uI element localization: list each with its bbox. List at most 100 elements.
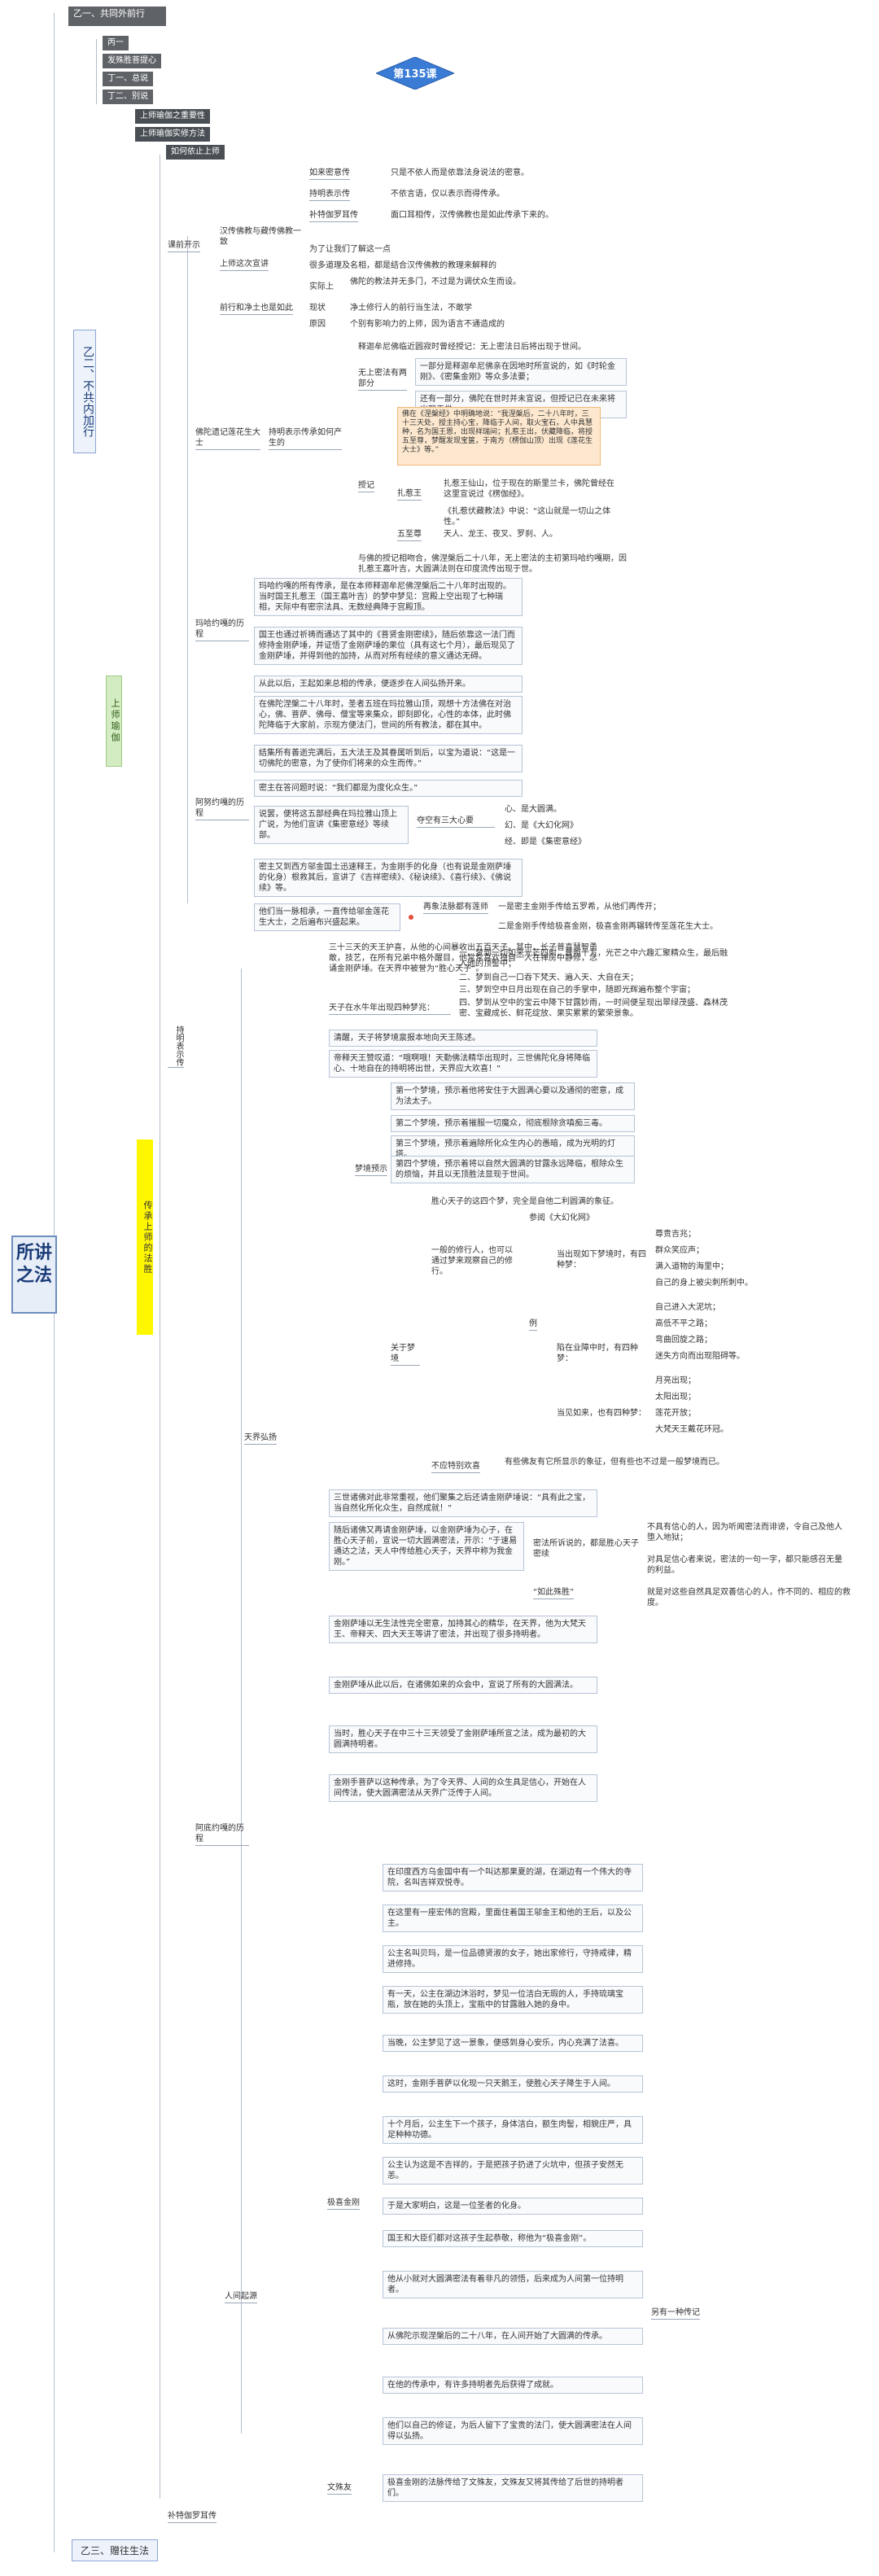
human-m8: 公主认为这是不吉祥的，于是把孩子扔进了火坑中，但孩子安然无恙。 bbox=[383, 2157, 643, 2185]
dzog-d5: 金刚手菩萨以这种传承，为了令天界、人间的众生具足信心，开始在人间传法，使大圆满密… bbox=[329, 1774, 597, 1802]
human-m3: 公主名叫贝玛，是一位品德贤淑的女子，她出家修行，守持戒律，精进修持。 bbox=[383, 1945, 643, 1973]
heaven-h5[interactable]: 梦境预示 bbox=[355, 1164, 387, 1176]
human-m12[interactable]: 另有一种传记 bbox=[651, 2307, 700, 2320]
heaven-h2c: 三、梦到空中日月出现在自己的手掌中，随即光辉遍布整个宇宙； bbox=[459, 986, 695, 995]
human-m6: 这时，金刚手菩萨以化现一只天鹅王，使胜心天子降生于人间。 bbox=[383, 2075, 643, 2093]
intro-q2[interactable]: 上师这次宣讲 bbox=[220, 259, 269, 271]
heaven-h8: 三世诸佛对此非常重视，他们聚集之后还请金刚萨埵说：“具有此之宝，当自然化所化众生… bbox=[329, 1489, 597, 1517]
heaven-h6i: 陷在业障中时，有四种梦： bbox=[557, 1344, 638, 1363]
ground-s2[interactable]: 无上密法有两部分 bbox=[358, 368, 407, 391]
anuyoga-a4b[interactable]: 夺空有三大心要 bbox=[417, 816, 495, 828]
human-m4: 有一天，公主在湖边沐浴时，梦见一位洁白无瑕的人，手持琉璃宝瓶，放在她的头顶上，宝… bbox=[383, 1986, 643, 2014]
heaven-h1: 三十三天的天王护喜，从他的心间暴收出五百天子。其中，长子普喜慧智勇敢，技艺，在所… bbox=[329, 943, 597, 973]
human-m7: 十个月后，公主生下一个孩子，身体洁白，额生肉髻，相貌庄严，具足种种功德。 bbox=[383, 2116, 643, 2144]
heaven-h6p: 太阳出现； bbox=[655, 1393, 696, 1402]
branch-line-4 bbox=[241, 969, 242, 2434]
branch-line-1 bbox=[96, 39, 97, 104]
branch-dzogchen[interactable]: 阿底约嘎的历程 bbox=[195, 1823, 249, 1846]
dzog-d1: 随后诸佛又再请金刚萨埵，以金刚萨埵为心子，在胜心天子前，宣说一切大圆满密法，开示… bbox=[329, 1522, 524, 1571]
branch-oral[interactable]: 补特伽罗耳传 bbox=[168, 2511, 216, 2523]
intro-q1b-text: 不依言语，仅以表示而得传承。 bbox=[391, 190, 505, 199]
lineage-label: 传承上师的法胜 bbox=[137, 1139, 153, 1335]
deeptag-2[interactable]: 上师瑜伽实修方法 bbox=[135, 127, 210, 142]
intro-q1b[interactable]: 持明表示传 bbox=[309, 189, 350, 201]
subtag-2[interactable]: 发殊胜菩提心 bbox=[103, 54, 161, 68]
heaven-h7[interactable]: 不应特别欢喜 bbox=[431, 1461, 480, 1473]
human-m13: 从佛陀示现涅槃后的二十八年，在人间开始了大圆满的传承。 bbox=[383, 2328, 643, 2345]
deeptag-1[interactable]: 上师瑜伽之重要性 bbox=[135, 109, 210, 124]
intro-q3a: 实际上 bbox=[309, 282, 334, 291]
heaven-h6l: 弯曲回旋之路； bbox=[655, 1336, 712, 1345]
dzog-d1d: 对具足信心者来说，密法的一句一字，都只能感召无量的利益。 bbox=[647, 1555, 842, 1575]
section-box-phowa[interactable]: 乙三、赠往生法 bbox=[72, 2539, 159, 2561]
branch-intro[interactable]: 课前开示 bbox=[168, 240, 200, 252]
benefit-p3: 从此以后，王起如来总相的传承，便逐步在人间弘扬开来。 bbox=[254, 676, 523, 693]
heaven-h2[interactable]: 天子在水牛年出现四种梦兆： bbox=[329, 1003, 451, 1015]
anuyoga-a6b[interactable]: 再象法脉都有莲师 bbox=[423, 902, 488, 914]
heaven-h5d: 第四个梦境，预示着将以自然大圆满的甘露永远降临，根除众生的烦恼，并且以无顶胜法显… bbox=[391, 1156, 635, 1183]
branch-manjushri[interactable]: 文殊友 bbox=[327, 2482, 352, 2495]
heaven-h2d: 四、梦到从空中的宝云中降下甘露妙雨，一时间便呈现出翠绿茂盛、森林茂密、宝藏成长、… bbox=[459, 999, 728, 1018]
branch-mind[interactable]: 佛陀遗记莲花生大士 bbox=[195, 427, 260, 450]
dzog-d1a: 密法所诉说的，都是胜心天子密续 bbox=[533, 1539, 639, 1559]
benefit-p1: 玛哈约嘎的所有传承，是在本师释迦牟尼佛涅槃后二十八年时出现的。当时国王扎惹王（国… bbox=[254, 578, 523, 616]
intro-q1c-text: 面口耳相传，汉传佛教也是如此传承下来的。 bbox=[391, 211, 553, 220]
heaven-h6h: 自己的身上被尖刺所刺中。 bbox=[655, 1279, 753, 1288]
ground-s3[interactable]: 授记 bbox=[358, 480, 374, 492]
heaven-h5a: 第一个梦境，预示着他将安住于大圆满心要以及通彻的密意，成为法太子。 bbox=[391, 1082, 635, 1110]
heaven-h6e: 尊贵吉兆； bbox=[655, 1230, 696, 1239]
human-m9: 于是大家明白，这是一位圣者的化身。 bbox=[383, 2198, 643, 2215]
heaven-h6j: 自己进入大泥坑； bbox=[655, 1303, 720, 1312]
branch-heaven[interactable]: 天界弘扬 bbox=[244, 1432, 277, 1445]
heaven-h6[interactable]: 关于梦境 bbox=[391, 1343, 420, 1366]
heaven-h6f: 群众笑应声； bbox=[655, 1246, 704, 1255]
heaven-h2b: 二、梦到自己一口吞下梵天、遍入天、大自在天； bbox=[459, 973, 638, 982]
human-m10: 国王和大臣们都对这孩子生起恭敬，称他为“极喜金刚”。 bbox=[383, 2230, 643, 2247]
dzog-d1b[interactable]: “如此殊胜” bbox=[533, 1587, 575, 1599]
ground-s4[interactable]: 五至尊 bbox=[397, 529, 422, 541]
anuyoga-a4e: 经、即是《集密意经》 bbox=[505, 838, 586, 846]
dzog-d4: 当时，胜心天子在中三十三天领受了金刚萨埵所宣之法，成为最初的大圆满持明者。 bbox=[329, 1725, 597, 1753]
intro-q3[interactable]: 前行和净土也是如此 bbox=[220, 303, 293, 315]
branch-human[interactable]: 人间起源 bbox=[225, 2291, 257, 2303]
ground-s1: 释迦牟尼佛临近圆寂时曾经授记：无上密法日后将出现于世间。 bbox=[358, 343, 586, 352]
subtag-4[interactable]: 丁二、别说 bbox=[103, 90, 153, 104]
human-m1: 在印度西方乌金国中有一个叫达那果夏的湖，在湖边有一个伟大的寺院，名叫吉祥双悦寺。 bbox=[383, 1864, 643, 1892]
branch-benefit[interactable]: 玛哈约嘎的历程 bbox=[195, 619, 249, 641]
anuyoga-a5: 密主又到西方邬金国土迅速释王，为金刚手的化身（也有说是金刚萨埵的化身）根救其后，… bbox=[254, 859, 523, 897]
section-tag-top[interactable]: 乙一、共同外前行 bbox=[68, 7, 166, 26]
section-box-guru-yoga[interactable]: 上师瑜伽 bbox=[106, 676, 122, 767]
anuyoga-a4d: 幻、是《大幻化网》 bbox=[505, 821, 578, 830]
branch-jdk[interactable]: 极喜金刚 bbox=[327, 2198, 360, 2210]
heaven-h6g: 满入道物的海里中； bbox=[655, 1262, 728, 1271]
anuyoga-a6d: 二是金刚手传给极喜金刚，极喜金刚再辗转传至莲花生大士。 bbox=[498, 922, 718, 931]
heaven-h6c: 参阅《大幻化网》 bbox=[529, 1214, 594, 1222]
heaven-h6b: 一般的修行人，也可以通过梦来观察自己的修行。 bbox=[431, 1246, 513, 1276]
dzog-d3: 金刚萨埵从此以后，在诸佛如来的众会中，宣说了所有的大圆满法。 bbox=[329, 1677, 597, 1694]
benefit-p2: 国王也通过祈祷而通达了其中的《菩贤金刚密续》，随后依靠这一法门而修持金刚萨埵，并… bbox=[254, 627, 523, 665]
heaven-h3: 清醒，天子将梦境禀报本地向天王陈述。 bbox=[329, 1030, 597, 1047]
intro-q1a-text: 只是不依人而是依靠法身说法的密意。 bbox=[391, 168, 529, 177]
deeptag-3[interactable]: 如何依止上师 bbox=[166, 145, 225, 160]
branch-ground[interactable]: 持明表示传承如何产生的 bbox=[269, 427, 342, 450]
intro-q1c[interactable]: 补特伽罗耳传 bbox=[309, 210, 358, 222]
ground-s3b[interactable]: 扎惹王 bbox=[397, 488, 422, 501]
heaven-h6s[interactable]: 例 bbox=[529, 1319, 537, 1331]
dzog-d2: 金刚萨埵以无生法性完全密意，加持其心的精华，在天界，他为大梵天王、帝释天、四大天… bbox=[329, 1616, 597, 1643]
subtag-3[interactable]: 丁一、总说 bbox=[103, 72, 153, 86]
intro-q3c-text: 个别有影响力的上师，因为语言不通造成的 bbox=[350, 320, 505, 329]
intro-q3b: 现状 bbox=[309, 304, 326, 313]
heaven-h6d: 当出现如下梦境时，有四种梦： bbox=[557, 1250, 646, 1270]
intro-q3a-text: 佛陀的教法并无多门，不过是为调伏众生而设。 bbox=[350, 278, 521, 286]
branch-line-3 bbox=[187, 236, 188, 903]
heaven-h2a: 一、梦到一切如来光芒四射，普照十方，光芒之中六趣汇聚精众生，最后融入他的顶髻中； bbox=[459, 949, 728, 969]
branch-lineage[interactable]: 持明表示传 bbox=[168, 1026, 184, 1068]
ground-s3c: 扎惹王仙山，位于现在的斯里兰卡，佛陀曾经在这里宣说过《楞伽经》。 bbox=[444, 479, 614, 499]
branch-vajrayana[interactable]: 阿努约嘎的历程 bbox=[195, 798, 249, 820]
intro-q1a[interactable]: 如来密意传 bbox=[309, 168, 350, 180]
lesson-badge: 第135课 bbox=[376, 57, 454, 90]
section-box-neijiaxing[interactable]: 乙二、不共内加行 bbox=[73, 330, 96, 453]
intro-q3c: 原因 bbox=[309, 320, 326, 329]
subtag-1[interactable]: 丙一 bbox=[103, 36, 129, 50]
ground-s5: 与佛的授记相吻合，佛涅槃后二十八年，无上密法的主初第玛哈约嘎期，因扎惹王嘉叶吉，… bbox=[358, 554, 627, 574]
